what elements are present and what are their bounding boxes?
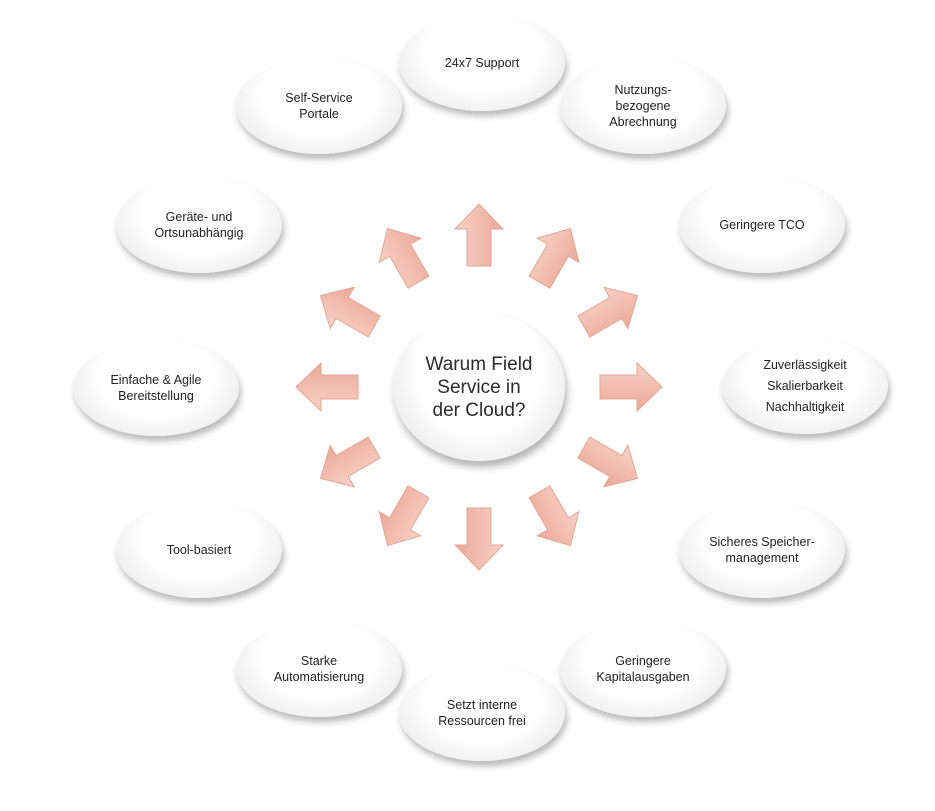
center-line-2: Service in xyxy=(437,376,521,398)
arrow-body xyxy=(295,361,359,413)
arrow-body xyxy=(577,436,639,488)
node-line: Ortsunabhängig xyxy=(154,226,244,240)
arrow-shape xyxy=(528,485,580,547)
node-line: Einfache & Agile xyxy=(110,373,202,387)
center-line-1: Warum Field xyxy=(425,353,533,375)
arrow-shape xyxy=(319,286,381,338)
node-line: management xyxy=(725,551,799,565)
arrow-body xyxy=(319,286,381,338)
arrow-body xyxy=(599,361,663,413)
node-line: Bereitstellung xyxy=(118,389,194,403)
node-line: Ressourcen frei xyxy=(438,714,526,728)
node-line: Portale xyxy=(299,107,339,121)
arrow-9 xyxy=(307,425,387,500)
arrow-12 xyxy=(365,215,440,295)
node-usage-billing: Nutzungs- bezogene Abrechnung xyxy=(560,58,726,154)
node-frees-resources: Setzt interne Ressourcen frei xyxy=(399,665,565,761)
arrow-shape xyxy=(453,507,505,571)
node-line: Skalierbarkeit xyxy=(767,378,843,393)
arrow-shape xyxy=(577,436,639,488)
arrow-body xyxy=(528,485,580,547)
arrow-6 xyxy=(517,478,592,558)
arrow-body xyxy=(378,227,430,289)
node-line: Self-Service xyxy=(285,91,353,105)
node-secure-storage: Sicheres Speicher- management xyxy=(679,502,845,598)
arrow-body xyxy=(319,436,381,488)
node-line: Nutzungs- xyxy=(614,83,672,97)
arrow-body xyxy=(528,227,580,289)
arrow-2 xyxy=(517,215,592,295)
node-line: Kapitalausgaben xyxy=(596,670,690,684)
arrow-shape xyxy=(319,436,381,488)
node-line: 24x7 Support xyxy=(444,56,520,70)
arrow-1 xyxy=(453,203,505,267)
node-line: Geringere xyxy=(615,654,671,668)
node-line: Automatisierung xyxy=(273,670,365,684)
arrow-10 xyxy=(295,361,359,413)
node-lower-tco: Geringere TCO xyxy=(679,177,845,273)
center-question: Warum Field Service in der Cloud? xyxy=(393,313,565,461)
node-line: Abrechnung xyxy=(609,115,677,129)
node-device-location-independent: Geräte- und Ortsunabhängig xyxy=(116,177,282,273)
arrow-shape xyxy=(577,286,639,338)
arrow-3 xyxy=(570,273,650,348)
arrow-8 xyxy=(365,478,440,558)
arrow-shape xyxy=(599,361,663,413)
node-line: Tool-basiert xyxy=(166,543,232,557)
node-line: Starke xyxy=(300,654,338,668)
arrow-shape xyxy=(528,227,580,289)
center-line-3: der Cloud? xyxy=(432,399,526,421)
arrow-11 xyxy=(307,273,387,348)
node-self-service-portals: Self-Service Portale xyxy=(236,58,402,154)
arrow-body xyxy=(577,286,639,338)
node-line: Sicheres Speicher- xyxy=(709,535,815,549)
arrow-shape xyxy=(378,227,430,289)
arrow-7 xyxy=(453,507,505,571)
arrow-body xyxy=(453,203,505,267)
arrow-body xyxy=(453,507,505,571)
node-tool-based: Tool-basiert xyxy=(116,502,282,598)
node-easy-agile-provisioning: Einfache & Agile Bereitstellung xyxy=(73,340,239,436)
node-line: Zuverlässigkeit xyxy=(763,357,847,372)
arrow-body xyxy=(378,485,430,547)
node-line: bezogene xyxy=(615,99,671,113)
arrow-shape xyxy=(295,361,359,413)
arrow-shape xyxy=(453,203,505,267)
node-line: Geräte- und xyxy=(165,210,233,224)
node-strong-automation: Starke Automatisierung xyxy=(236,621,402,717)
node-line: Setzt interne xyxy=(446,698,518,712)
arrow-4 xyxy=(599,361,663,413)
node-line: Geringere TCO xyxy=(719,218,805,232)
node-line: Nachhaltigkeit xyxy=(765,399,845,414)
node-reliability-scalability: Zuverlässigkeit Skalierbarkeit Nachhalti… xyxy=(722,338,888,434)
arrow-5 xyxy=(570,425,650,500)
node-24x7-support: 24x7 Support xyxy=(399,15,565,111)
arrow-shape xyxy=(378,485,430,547)
node-lower-capex: Geringere Kapitalausgaben xyxy=(560,621,726,717)
